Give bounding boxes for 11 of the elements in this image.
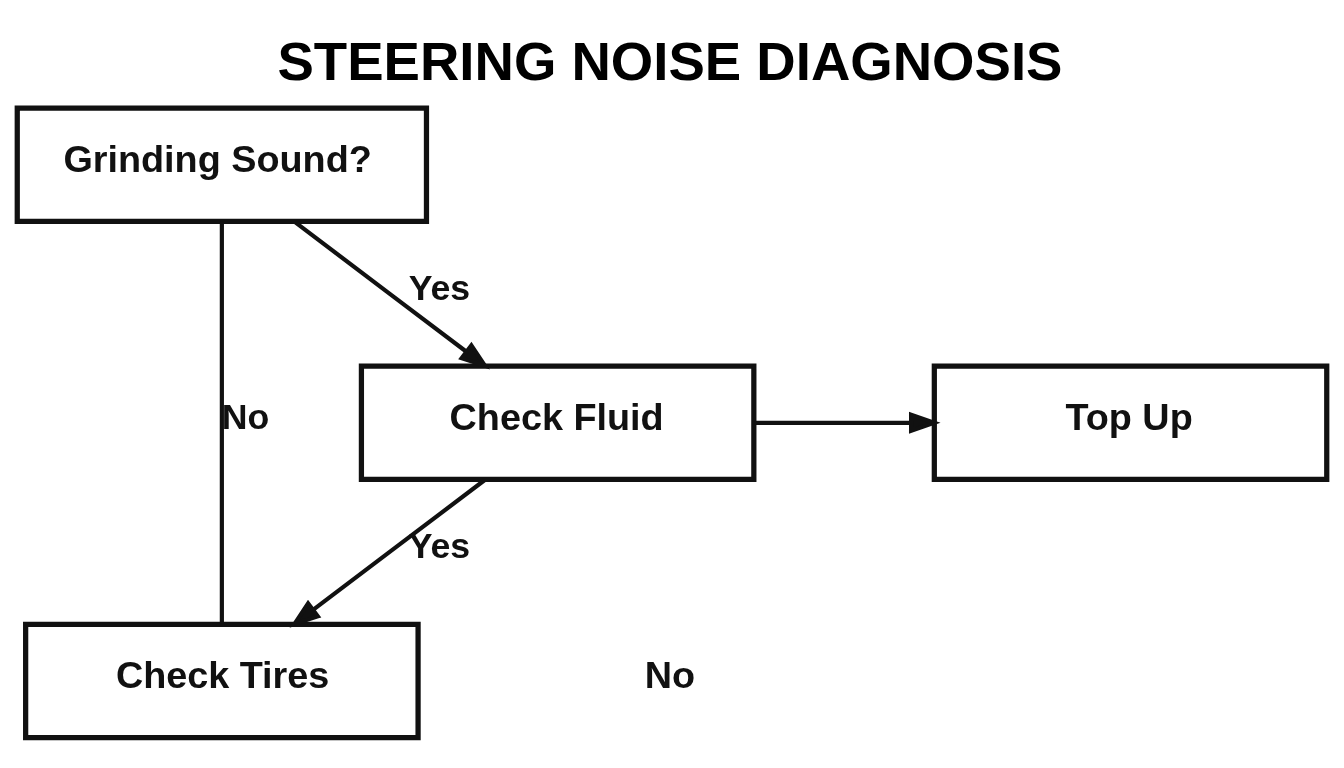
node-box: Check Fluid	[358, 363, 757, 483]
arrow	[754, 411, 941, 434]
node-box: Top Up	[931, 363, 1330, 483]
node-box: Check Tires	[23, 621, 421, 741]
node-box: Grinding Sound?	[14, 105, 430, 224]
edge-label: Yes	[408, 268, 471, 309]
diagram-title: STEERING NOISE DIAGNOSIS	[277, 31, 1063, 93]
edge-label: Yes	[408, 526, 471, 567]
connector	[219, 221, 224, 624]
edge-label: No	[221, 397, 270, 438]
label: No	[644, 654, 696, 697]
